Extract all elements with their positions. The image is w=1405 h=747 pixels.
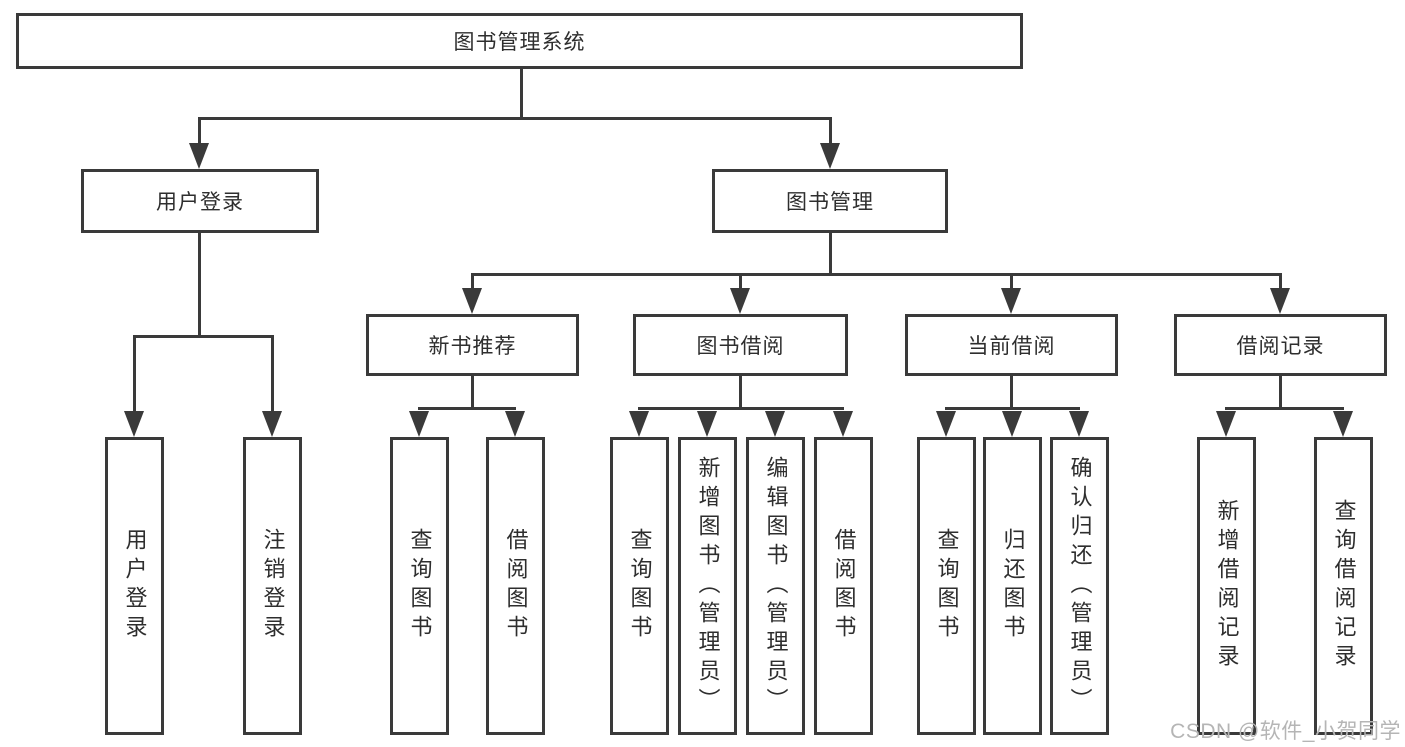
arrow-down-icon: [189, 143, 209, 169]
connector-line: [1010, 273, 1013, 290]
arrow-down-icon: [1069, 411, 1089, 437]
node-borrow-records: 借阅记录: [1174, 314, 1387, 376]
connector-line: [271, 335, 274, 413]
connector-line: [133, 335, 274, 338]
connector-line: [198, 117, 832, 120]
connector-line: [520, 69, 523, 120]
connector-line: [1279, 376, 1282, 410]
arrow-down-icon: [505, 411, 525, 437]
arrow-down-icon: [1270, 288, 1290, 314]
leaf-user-login: 用户登录: [105, 437, 164, 735]
connector-line: [1279, 273, 1282, 290]
leaf-query-books: 查询图书: [917, 437, 976, 735]
connector-line: [198, 233, 201, 338]
arrow-down-icon: [936, 411, 956, 437]
arrow-down-icon: [409, 411, 429, 437]
connector-line: [1225, 407, 1344, 410]
arrow-down-icon: [262, 411, 282, 437]
arrow-down-icon: [820, 143, 840, 169]
connector-line: [638, 407, 844, 410]
arrow-down-icon: [462, 288, 482, 314]
connector-line: [945, 407, 1080, 410]
arrow-down-icon: [1001, 288, 1021, 314]
leaf-query-borrow-record: 查询借阅记录: [1314, 437, 1373, 735]
node-user-login: 用户登录: [81, 169, 319, 233]
leaf-return-books: 归还图书: [983, 437, 1042, 735]
leaf-add-books-admin: 新增图书（管理员）: [678, 437, 737, 735]
connector-line: [133, 335, 136, 413]
leaf-confirm-return-admin: 确认归还（管理员）: [1050, 437, 1109, 735]
leaf-logout: 注销登录: [243, 437, 302, 735]
node-book-borrow: 图书借阅: [633, 314, 848, 376]
connector-line: [739, 376, 742, 410]
arrow-down-icon: [765, 411, 785, 437]
node-new-book-recommend: 新书推荐: [366, 314, 579, 376]
arrow-down-icon: [1002, 411, 1022, 437]
arrow-down-icon: [730, 288, 750, 314]
leaf-add-borrow-record: 新增借阅记录: [1197, 437, 1256, 735]
leaf-query-books: 查询图书: [390, 437, 449, 735]
leaf-query-books: 查询图书: [610, 437, 669, 735]
node-current-borrow: 当前借阅: [905, 314, 1118, 376]
connector-line: [829, 117, 832, 145]
arrow-down-icon: [1216, 411, 1236, 437]
connector-line: [471, 273, 474, 290]
arrow-down-icon: [629, 411, 649, 437]
node-root-system: 图书管理系统: [16, 13, 1023, 69]
connector-line: [739, 273, 742, 290]
connector-line: [829, 233, 832, 276]
connector-line: [471, 376, 474, 410]
arrow-down-icon: [1333, 411, 1353, 437]
arrow-down-icon: [124, 411, 144, 437]
connector-line: [471, 273, 1282, 276]
leaf-borrow-books: 借阅图书: [486, 437, 545, 735]
arrow-down-icon: [697, 411, 717, 437]
arrow-down-icon: [833, 411, 853, 437]
node-book-management: 图书管理: [712, 169, 948, 233]
csdn-watermark: CSDN @软件_小贺同学: [1170, 720, 1401, 743]
connector-line: [1010, 376, 1013, 410]
leaf-borrow-books: 借阅图书: [814, 437, 873, 735]
connector-line: [418, 407, 516, 410]
leaf-edit-books-admin: 编辑图书（管理员）: [746, 437, 805, 735]
connector-line: [198, 117, 201, 145]
